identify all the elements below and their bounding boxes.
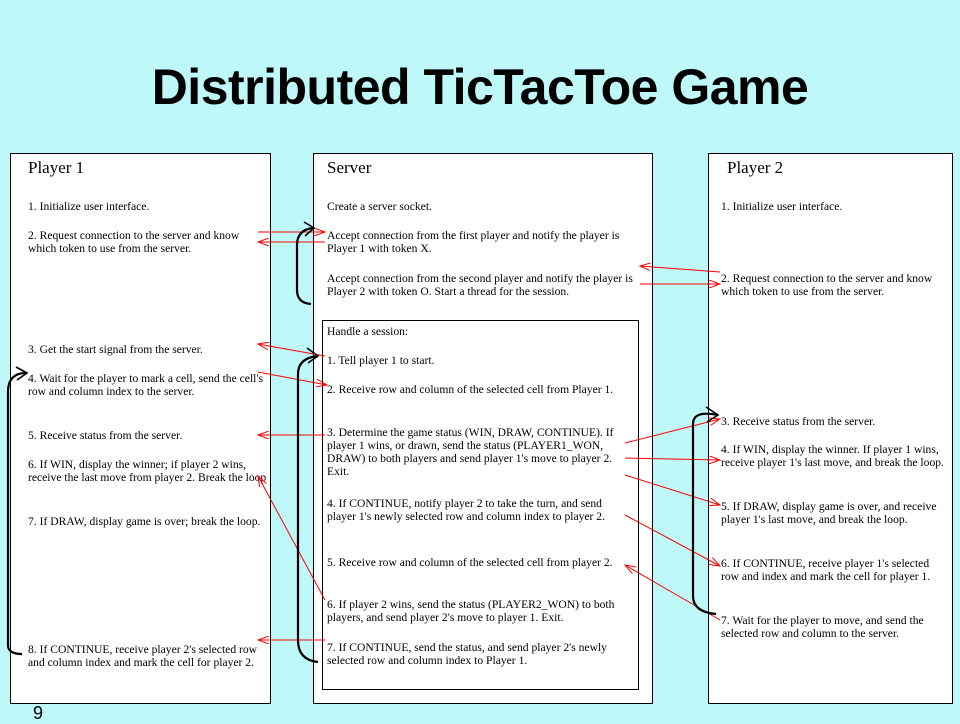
loop-server-accept	[295, 226, 314, 306]
arrow-move-to-p2	[624, 514, 720, 566]
player2-step-6: 6. If CONTINUE, receive player 1's selec…	[721, 557, 931, 583]
player2-step-7: 7. Wait for the player to move, and send…	[721, 614, 924, 640]
player1-step-5: 5. Receive status from the server.	[28, 429, 183, 442]
session-step-6: 6. If player 2 wins, send the status (PL…	[327, 598, 615, 624]
arrow-win-to-p2	[624, 458, 720, 460]
server-step-3: Accept connection from the second player…	[327, 272, 633, 298]
session-step-3: 3. Determine the game status (WIN, DRAW,…	[327, 426, 614, 478]
player1-step-3: 3. Get the start signal from the server.	[28, 343, 203, 356]
arrow-status-to-p2	[624, 419, 720, 444]
player1-step-8: 8. If CONTINUE, receive player 2's selec…	[28, 643, 258, 669]
player1-step-6: 6. If WIN, display the winner; if player…	[28, 458, 267, 484]
session-step-1: 1. Tell player 1 to start.	[327, 354, 435, 367]
session-step-4: 4. If CONTINUE, notify player 2 to take …	[327, 497, 606, 523]
player2-panel	[708, 153, 953, 704]
arrow-draw-to-p2	[624, 474, 720, 505]
player2-step-3: 3. Receive status from the server.	[721, 415, 876, 428]
arrow-p2-move-to-p1	[258, 476, 326, 601]
session-heading: Handle a session:	[327, 325, 409, 338]
player1-panel	[10, 153, 271, 704]
player1-heading: Player 1	[28, 158, 85, 177]
session-step-2: 2. Receive row and column of the selecte…	[327, 383, 614, 396]
session-step-5: 5. Receive row and column of the selecte…	[327, 556, 613, 569]
arrow-p2-request	[640, 266, 721, 273]
server-step-2: Accept connection from the first player …	[327, 229, 620, 255]
loop-player2	[691, 412, 719, 616]
page-title: Distributed TicTacToe Game	[151, 59, 809, 115]
player2-step-2: 2. Request connection to the server and …	[721, 272, 933, 298]
player2-heading: Player 2	[727, 158, 784, 177]
player2-step-5: 5. If DRAW, display game is over, and re…	[721, 500, 937, 526]
player1-step-7: 7. If DRAW, display game is over; break …	[28, 515, 261, 528]
player1-step-2: 2. Request connection to the server and …	[28, 229, 240, 255]
server-heading: Server	[327, 158, 372, 177]
session-step-7: 7. If CONTINUE, send the status, and sen…	[327, 641, 607, 667]
page-number: 9	[33, 703, 44, 723]
player2-step-1: 1. Initialize user interface.	[721, 200, 843, 213]
loop-session	[296, 354, 319, 664]
arrow-start-signal	[258, 344, 326, 357]
player1-step-4: 4. Wait for the player to mark a cell, s…	[28, 372, 263, 398]
player2-step-4: 4. If WIN, display the winner. If player…	[721, 443, 944, 469]
player1-step-1: 1. Initialize user interface.	[28, 200, 150, 213]
server-step-1: Create a server socket.	[327, 200, 432, 213]
session-panel	[322, 320, 639, 690]
loop-player1	[6, 371, 27, 656]
arrow-p1-move	[257, 371, 327, 385]
